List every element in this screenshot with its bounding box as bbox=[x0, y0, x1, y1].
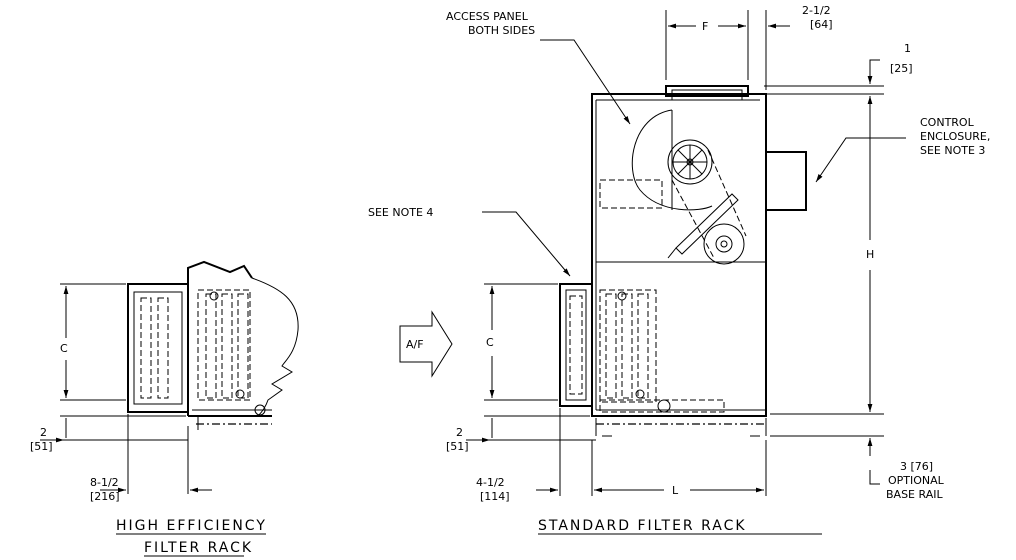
title-high-efficiency-line2: FILTER RACK bbox=[144, 540, 253, 556]
control-label-2: ENCLOSURE, bbox=[920, 130, 990, 143]
dim-c-left: C bbox=[60, 342, 68, 355]
motor-pulley bbox=[703, 223, 745, 265]
dim-64: [64] bbox=[810, 18, 833, 31]
blower-housing bbox=[631, 109, 713, 211]
airflow-label: A/F bbox=[406, 338, 424, 351]
blower-wheel bbox=[667, 139, 713, 185]
dim-c-right: C bbox=[486, 336, 494, 349]
dim-f: F bbox=[702, 20, 708, 33]
dim-h: H bbox=[866, 248, 874, 261]
unit-cabinet bbox=[591, 93, 767, 417]
standard-filter-rack-view: ACCESS PANEL BOTH SIDES F 2-1/2 [64] 1 [… bbox=[368, 4, 990, 535]
dim-25: [25] bbox=[890, 62, 913, 75]
base-rail-label-2: OPTIONAL bbox=[888, 474, 945, 487]
control-label-3: SEE NOTE 3 bbox=[920, 144, 985, 157]
base-rail-label-3: BASE RAIL bbox=[886, 488, 943, 501]
see-note-4-label: SEE NOTE 4 bbox=[368, 206, 433, 219]
dim-l: L bbox=[672, 484, 679, 497]
access-panel-label-1: ACCESS PANEL bbox=[446, 10, 529, 23]
filter-box-outer bbox=[127, 283, 189, 413]
dim-2-5: 2-1/2 bbox=[802, 4, 831, 17]
unit-break-edge bbox=[187, 260, 253, 416]
dim-216: [216] bbox=[90, 490, 120, 503]
dim-114: [114] bbox=[480, 490, 510, 503]
control-label-1: CONTROL bbox=[920, 116, 975, 129]
dim-51-right: [51] bbox=[446, 440, 469, 453]
title-high-efficiency-line1: HIGH EFFICIENCY bbox=[116, 518, 267, 534]
dim-2-left: 2 bbox=[40, 426, 47, 439]
title-standard: STANDARD FILTER RACK bbox=[538, 518, 747, 534]
dim-1: 1 bbox=[904, 42, 911, 55]
control-enclosure bbox=[765, 151, 807, 211]
dim-4-5: 4-1/2 bbox=[476, 476, 505, 489]
dim-51-left: [51] bbox=[30, 440, 53, 453]
dim-2-right: 2 bbox=[456, 426, 463, 439]
high-efficiency-filter-rack-view: C 2 [51] 8-1/2 [216] HIGH EFFICIENCY FIL… bbox=[30, 260, 299, 557]
dim-8-5: 8-1/2 bbox=[90, 476, 119, 489]
access-panel-label-2: BOTH SIDES bbox=[468, 24, 535, 37]
standard-filter-box bbox=[559, 283, 593, 407]
airflow-arrow: A/F bbox=[399, 310, 453, 378]
base-rail-label-1: 3 [76] bbox=[900, 460, 933, 473]
